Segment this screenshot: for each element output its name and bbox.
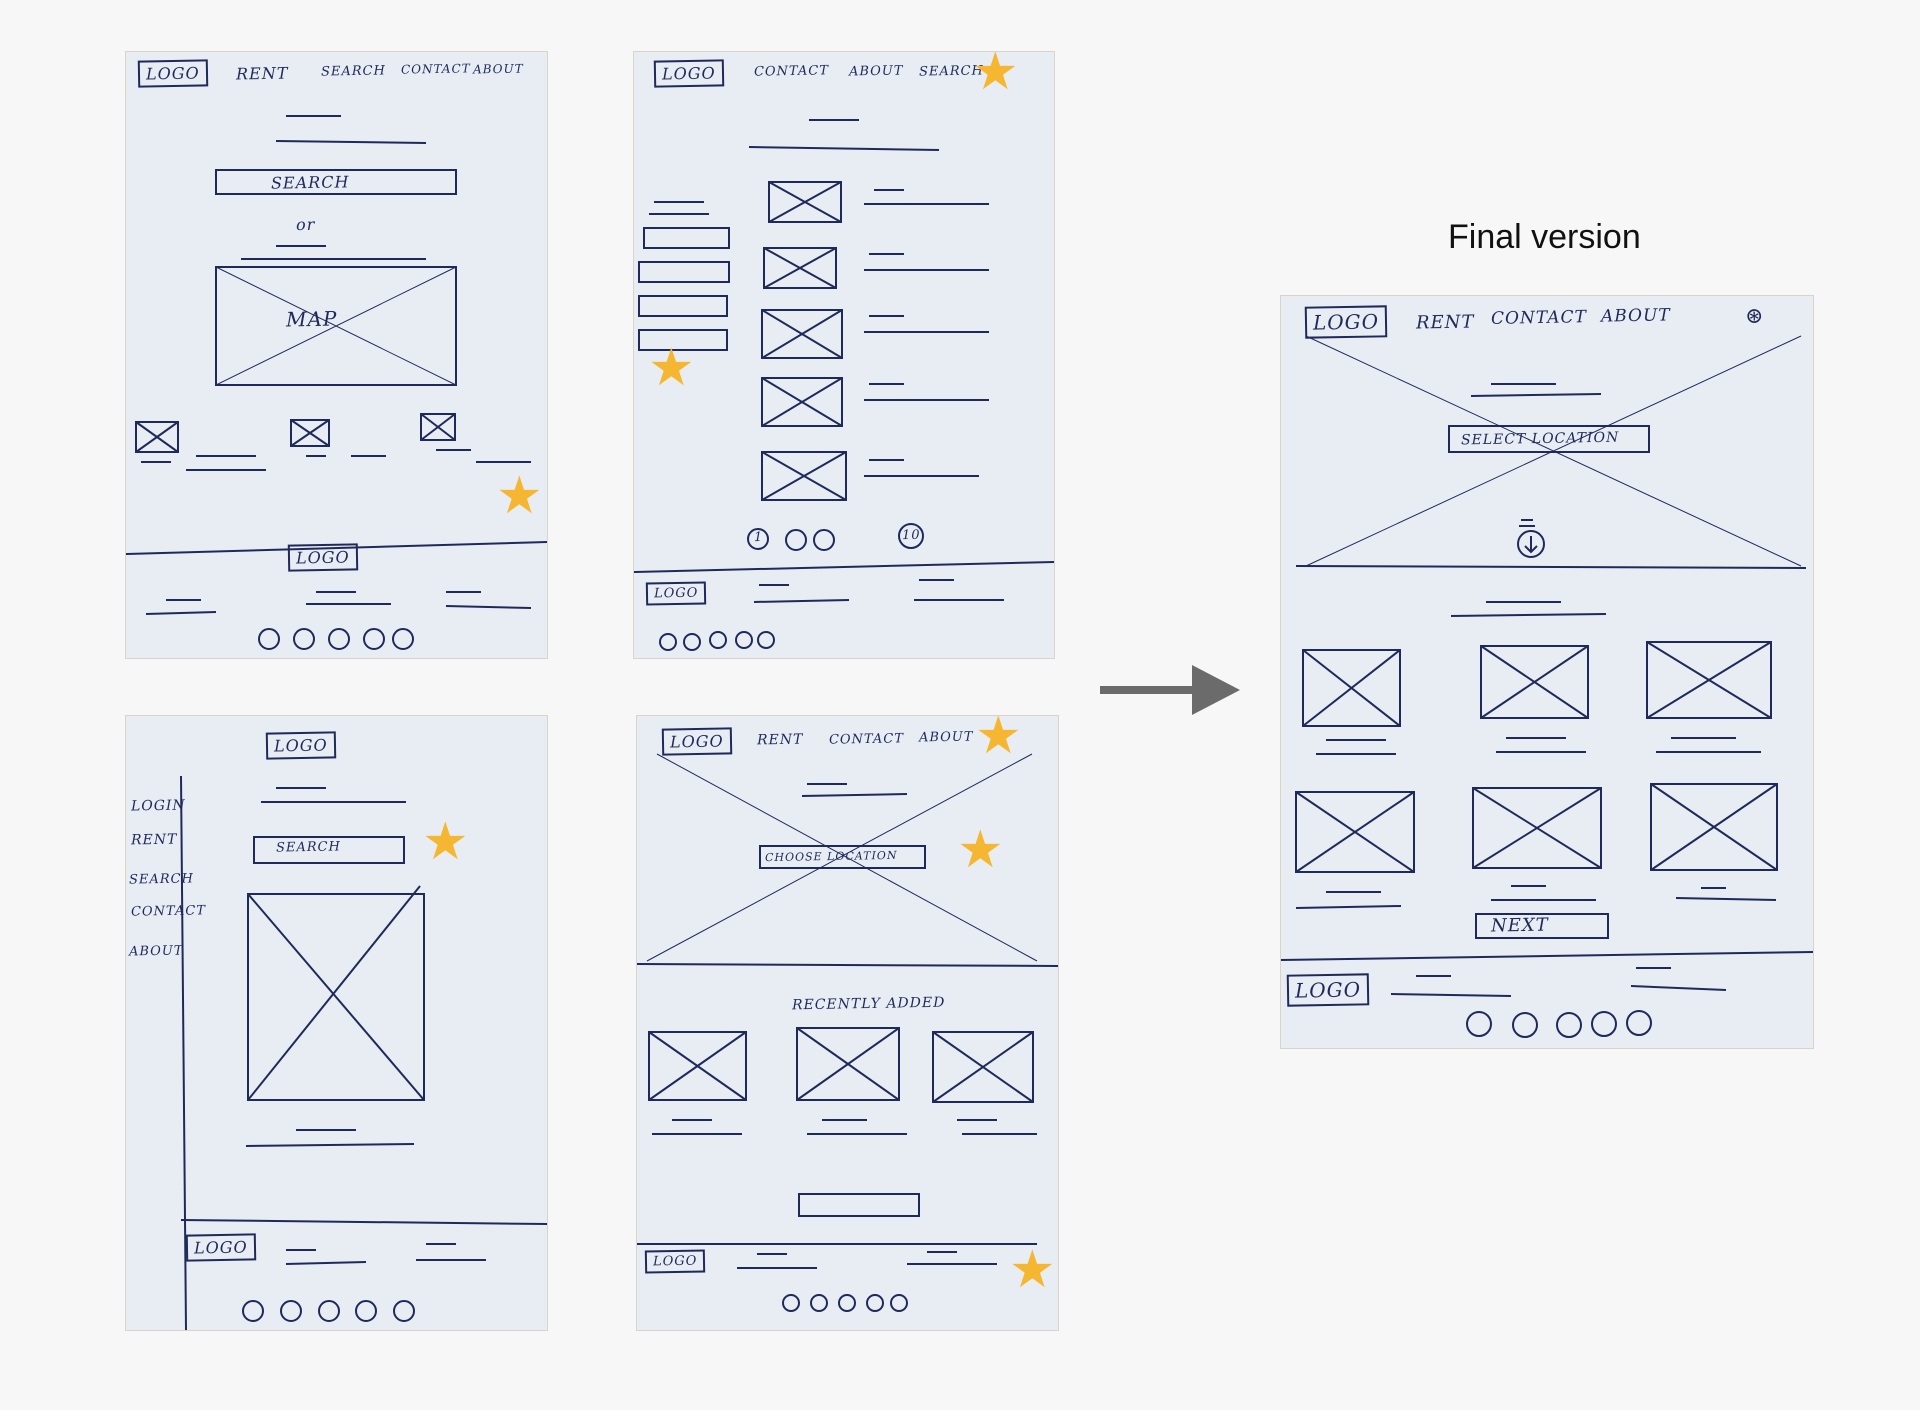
sketch-3-menu-contact: CONTACT — [130, 903, 207, 920]
sketch-1-nav-rent: RENT — [235, 63, 289, 84]
final-version-title: Final version — [1448, 218, 1641, 256]
sketch-1-drawing — [126, 115, 547, 650]
star-icon: ★ — [422, 813, 469, 871]
sketch-2-nav-about: ABOUT — [848, 63, 904, 80]
sketch-4-drawing — [637, 753, 1058, 1312]
sketch-final-drawing — [1281, 335, 1813, 1038]
sketch-3: LOGO LOGIN RENT SEARCH CONTACT ABOUT SEA… — [126, 716, 547, 1330]
final-logo: LOGO — [1304, 305, 1388, 339]
final-next-label: NEXT — [1490, 914, 1549, 937]
sketch-1-nav-about: ABOUT — [472, 61, 524, 77]
sketch-4-logo: LOGO — [661, 727, 732, 756]
final-nav-contact: CONTACT — [1490, 307, 1588, 329]
sketch-1: LOGO RENT SEARCH CONTACT ABOUT SEARCH or… — [126, 52, 547, 658]
sketch-3-menu-about: ABOUT — [128, 943, 184, 960]
sketch-1-nav-contact: CONTACT — [400, 61, 471, 77]
star-icon: ★ — [972, 52, 1019, 101]
sketch-4-recently-added: RECENTLY ADDED — [791, 994, 946, 1014]
sketch-3-menu-search: SEARCH — [128, 871, 194, 888]
star-icon: ★ — [648, 339, 695, 397]
sketch-3-menu-rent: RENT — [130, 831, 178, 849]
final-user-icon: ⊛ — [1744, 303, 1765, 330]
sketch-2: LOGO CONTACT ABOUT SEARCH 1 10 LOGO ★ ★ — [634, 52, 1054, 658]
star-icon: ★ — [957, 821, 1004, 879]
sketch-3-logo: LOGO — [265, 731, 336, 760]
sketch-2-page-first: 1 — [753, 529, 764, 546]
sketch-1-logo: LOGO — [137, 59, 208, 88]
final-footer-logo: LOGO — [1286, 973, 1370, 1007]
sketch-1-or: or — [295, 214, 316, 235]
sketch-4-nav-about: ABOUT — [918, 729, 974, 746]
sketch-1-footer-logo: LOGO — [287, 543, 358, 572]
final-nav-about: ABOUT — [1600, 305, 1671, 327]
star-icon: ★ — [975, 716, 1022, 765]
sketch-2-nav-contact: CONTACT — [753, 63, 830, 80]
sketch-4-location-label: CHOOSE LOCATION — [764, 848, 898, 865]
sketch-4-nav-rent: RENT — [756, 731, 804, 749]
arrow-right-icon — [1100, 665, 1240, 715]
sketch-final: LOGO RENT CONTACT ABOUT ⊛ SELECT LOCATIO… — [1281, 296, 1813, 1048]
sketch-3-footer-logo: LOGO — [185, 1233, 256, 1262]
sketch-4-nav-contact: CONTACT — [828, 731, 905, 748]
sketch-1-nav-search: SEARCH — [320, 63, 386, 80]
sketch-2-logo: LOGO — [653, 59, 724, 88]
sketch-4-footer-logo: LOGO — [644, 1249, 706, 1274]
sketch-2-drawing — [634, 119, 1054, 651]
final-nav-rent: RENT — [1415, 311, 1475, 334]
final-location-label: SELECT LOCATION — [1460, 429, 1620, 449]
sketch-2-footer-logo: LOGO — [645, 581, 707, 606]
star-icon: ★ — [1009, 1241, 1056, 1299]
star-icon: ★ — [496, 467, 543, 525]
sketch-3-menu-login: LOGIN — [130, 797, 186, 815]
sketch-4: LOGO RENT CONTACT ABOUT CHOOSE LOCATION … — [637, 716, 1058, 1330]
sketch-2-page-last: 10 — [901, 527, 921, 544]
sketch-1-search-label: SEARCH — [270, 172, 350, 193]
sketch-1-map: MAP — [285, 306, 338, 332]
sketch-3-search-label: SEARCH — [275, 839, 341, 856]
sketch-3-drawing — [180, 775, 547, 1330]
